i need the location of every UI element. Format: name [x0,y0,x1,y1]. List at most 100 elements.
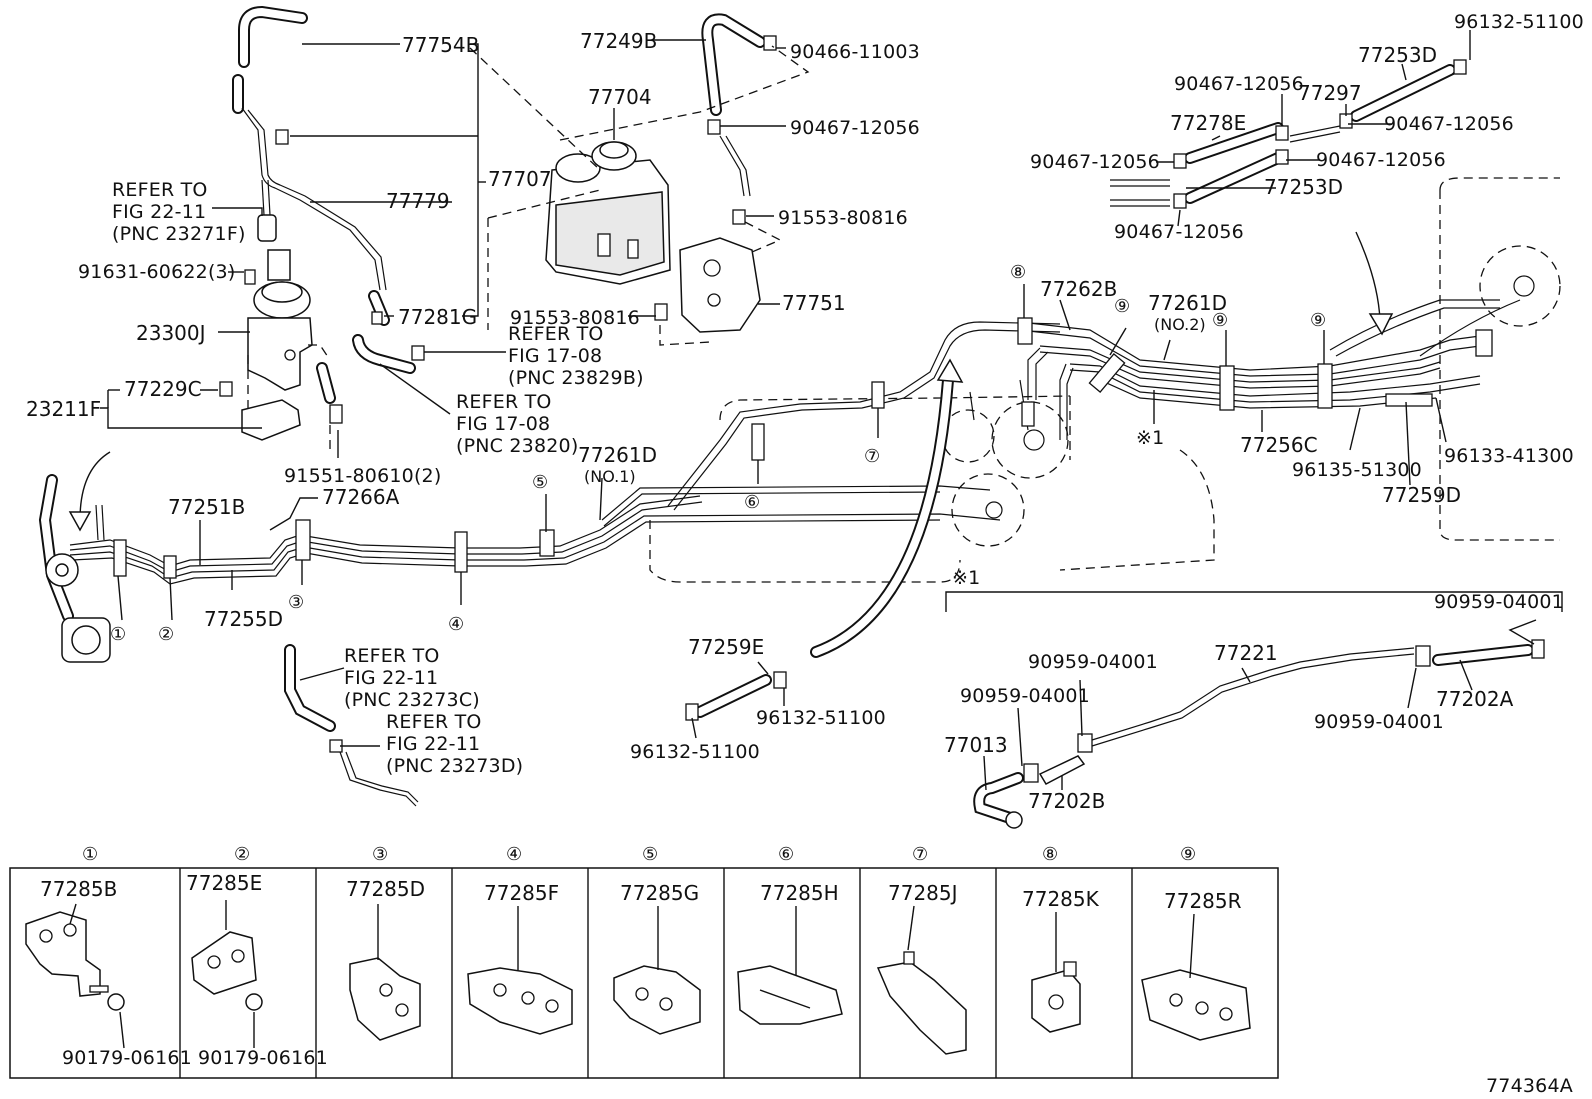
label-91631-60622: 91631-60622(3) [78,261,235,283]
label-note-mark-a: ※1 [1136,427,1164,449]
marker-9a: ⑨ [1114,296,1130,317]
clamp-drawing-8 [1031,912,1081,1033]
leaders-bundle [117,284,1447,621]
label-77297: 77297 [1298,81,1362,105]
label-77013: 77013 [944,733,1008,757]
bolt-91631 [244,269,256,285]
clip-77229C [219,381,233,397]
label-23300J: 23300J [136,321,206,345]
label-77704: 77704 [588,85,652,109]
label-77261D-no2: 77261D [1148,291,1227,315]
table-part-77285G: 77285G [620,881,699,905]
marker-7: ⑦ [864,446,880,467]
marker-1: ① [110,624,126,645]
label-77261D-no2-sub: (NO.2) [1154,315,1206,334]
label-77754B: 77754B [402,33,479,57]
label-96132-51100-b: 96132-51100 [756,707,886,729]
label-96135-51300: 96135-51300 [1292,459,1422,481]
label-77779: 77779 [386,189,450,213]
diagram-id: 774364A [1486,1075,1573,1097]
table-marker-7: ⑦ [912,844,928,865]
clamp-table-frame [9,867,1279,1079]
lower-parts [284,644,787,807]
table-marker-1: ① [82,844,98,865]
refer-1-line1: REFER TO [112,179,208,201]
table-marker-6: ⑥ [778,844,794,865]
label-91551-80610: 91551-80610(2) [284,465,441,487]
bracket-23211F [247,317,313,391]
label-77278E: 77278E [1170,111,1246,135]
label-90959-04001-d: 90959-04001 [1314,711,1444,733]
marker-3: ③ [288,592,304,613]
label-91553-80816-b: 91553-80816 [510,307,640,329]
label-96132-51100-top: 96132-51100 [1454,11,1584,33]
refer-2-line1: REFER TO [508,323,604,345]
label-23211F: 23211F [26,397,101,421]
clamp-drawing-1 [25,903,125,1049]
label-77202B: 77202B [1028,789,1105,813]
label-90467-12056-c: 90467-12056 [1384,113,1514,135]
label-77256C: 77256C [1240,433,1318,457]
label-77251B: 77251B [168,495,245,519]
label-77253D-top: 77253D [1358,43,1437,67]
clamp-markers-diagram: ① ② ③ ④ ⑤ ⑥ ⑦ ⑧ ⑨ ⑨ ⑨ [110,262,1326,645]
label-note-mark-b: ※1 [952,567,980,589]
bolt-91551 [329,404,343,424]
label-90467-12056-a: 90467-12056 [790,117,920,139]
table-part-77285F: 77285F [484,881,559,905]
label-77255D: 77255D [204,607,283,631]
marker-4: ④ [448,614,464,635]
clip-77779 [275,129,289,145]
bolt-91553-b [654,303,668,321]
refer-4-line1: REFER TO [344,645,440,667]
label-91553-80816-a: 91553-80816 [778,207,908,229]
marker-9c: ⑨ [1310,310,1326,331]
label-90467-12056-d: 90467-12056 [1030,151,1160,173]
clamp-drawing-7 [876,905,967,1055]
table-marker-3: ③ [372,844,388,865]
clamp-drawing-9 [1141,913,1251,1041]
label-77751: 77751 [782,291,846,315]
refer-5-line1: REFER TO [386,711,482,733]
label-77266A: 77266A [322,485,400,509]
refer-3-line2: FIG 17-08 [456,413,550,435]
table-part-77285D: 77285D [346,877,425,901]
table-part-77285J: 77285J [888,881,958,905]
refer-2-line3: (PNC 23829B) [508,367,644,389]
bracket-77229C-lower [241,399,301,441]
clamp-table: ① ② ③ ④ ⑤ ⑥ ⑦ ⑧ ⑨ 77285B 77285E 77285D 7… [9,844,1279,1079]
label-90467-12056-b: 90467-12056 [1174,73,1304,95]
clamp-90467-a [707,119,721,135]
refer-blocks: REFER TO FIG 22-11 (PNC 23271F) REFER TO… [112,179,644,777]
label-90467-12056-e: 90467-12056 [1316,149,1446,171]
marker-9b: ⑨ [1212,310,1228,331]
refer-1-line3: (PNC 23271F) [112,223,246,245]
table-part-77285E: 77285E [186,871,262,895]
label-77707: 77707 [488,167,552,191]
valve-top [267,249,291,281]
table-marker-9: ⑨ [1180,844,1196,865]
table-part-77285B: 77285B [40,877,117,901]
label-77261D-no1: 77261D [578,443,657,467]
label-77261D-no1-sub: (NO.1) [584,467,636,486]
label-77202A: 77202A [1436,687,1514,711]
vent-hoses-upper-right [1110,30,1471,227]
table-marker-4: ④ [506,844,522,865]
clamp-drawing-6 [737,906,843,1025]
clamp-drawing-4 [467,906,573,1035]
label-77259D: 77259D [1382,483,1461,507]
bracket-77751 [679,237,761,333]
label-77262B: 77262B [1040,277,1117,301]
label-96132-51100-c: 96132-51100 [630,741,760,763]
leaders-upper-left [100,39,786,458]
part-labels: 77754B 77249B 90466-11003 77704 90467-12… [26,11,1584,813]
clamp-90466 [763,35,777,51]
table-extra-90179-b: 90179-06161 [198,1047,328,1069]
label-90959-04001-b: 90959-04001 [1028,651,1158,673]
table-part-77285H: 77285H [760,881,839,905]
label-77229C: 77229C [124,377,202,401]
clamp-drawing-5 [613,906,701,1035]
refer-4-line2: FIG 22-11 [344,667,438,689]
